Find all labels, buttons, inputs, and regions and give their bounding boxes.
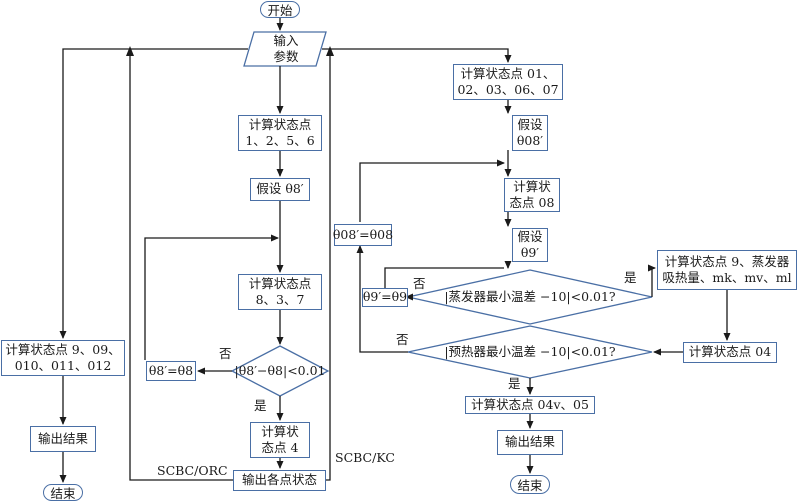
calc-9-line1: 计算状态点 9、蒸发器 xyxy=(664,253,790,269)
output-states: 输出各点状态 xyxy=(233,470,326,491)
calc-state-04: 计算状态点 04 xyxy=(683,342,777,363)
assume-theta9-line1: 假设 xyxy=(517,228,543,244)
decision-evap-shape xyxy=(407,269,653,325)
label-no-theta8: 否 xyxy=(219,346,232,361)
input-line2: 参数 xyxy=(273,49,299,64)
output-states-label: 输出各点状态 xyxy=(241,472,317,488)
start-terminal: 开始 xyxy=(260,1,300,18)
label-scbc-kc: SCBC/KC xyxy=(335,450,395,465)
calc-08-line2: 态点 08 xyxy=(509,195,555,210)
calc-state-4: 计算状态点 4 xyxy=(250,422,310,458)
label-yes-theta8: 是 xyxy=(254,398,267,413)
calc-4-line2: 态点 4 xyxy=(261,440,299,455)
assume-theta08-line1: 假设 xyxy=(517,116,543,132)
calc-right-line2: 02、03、06、07 xyxy=(457,82,559,97)
decision-theta8-label: |θ8′−θ8|<0.01 xyxy=(234,362,326,378)
calc-state-9-evaporator: 计算状态点 9、蒸发器吸热量、mk、mv、ml xyxy=(657,250,797,290)
calc-4-line1: 计算状 xyxy=(261,423,299,439)
calc-04v-label: 计算状态点 04v、05 xyxy=(471,396,589,412)
calc-states-04v-05: 计算状态点 04v、05 xyxy=(465,396,595,414)
decision-evap-label: |蒸发器最小温差 −10|<0.01? xyxy=(444,288,616,304)
output-right-label: 输出结果 xyxy=(504,434,555,450)
set-theta08: θ08′=θ08 xyxy=(332,224,394,246)
label-no-evap: 否 xyxy=(413,276,426,291)
decision-preheat-label: |预热器最小温差 −10|<0.01? xyxy=(444,343,616,359)
output-left: 输出结果 xyxy=(30,426,96,452)
set-theta9: θ9′=θ9 xyxy=(362,288,408,307)
calc-states-left: 计算状态点 9、09、010、011、012 xyxy=(1,340,125,376)
assume-theta8-label: 假设 θ8′ xyxy=(256,181,304,197)
input-line1: 输入 xyxy=(273,32,299,48)
set-theta9-label: θ9′=θ9 xyxy=(362,289,408,305)
calc-state-08: 计算状态点 08 xyxy=(504,178,560,212)
calc-04-label: 计算状态点 04 xyxy=(688,344,772,360)
calc-08-line1: 计算状 xyxy=(513,178,551,194)
calc-9-line2: 吸热量、mk、mv、ml xyxy=(662,270,792,285)
calc-left-line1: 计算状态点 9、09、 xyxy=(5,341,121,357)
calc-1256-line1: 计算状态点 xyxy=(248,116,312,132)
assume-theta08-line2: θ08′ xyxy=(516,133,544,148)
label-yes-preheat: 是 xyxy=(508,376,521,391)
start-label: 开始 xyxy=(267,3,293,18)
end-left: 结束 xyxy=(43,484,83,501)
output-right: 输出结果 xyxy=(497,430,563,455)
set-theta8-label: θ8′=θ8 xyxy=(148,362,194,378)
output-left-label: 输出结果 xyxy=(37,430,88,446)
assume-theta9-line2: θ9′ xyxy=(520,245,540,260)
input-shape xyxy=(243,31,327,67)
label-no-preheat: 否 xyxy=(396,332,409,347)
set-theta08-label: θ08′=θ08 xyxy=(332,226,394,242)
end-right-label: 结束 xyxy=(517,478,543,493)
input-parameters: 输入参数 xyxy=(254,33,318,65)
calc-left-line2: 010、011、012 xyxy=(14,358,112,373)
calc-837-line1: 计算状态点 xyxy=(248,275,312,291)
calc-837-line2: 8、3、7 xyxy=(255,292,305,307)
label-scbc-orc: SCBC/ORC xyxy=(157,463,228,478)
calc-states-right: 计算状态点 01、02、03、06、07 xyxy=(453,64,563,100)
calc-1256-line2: 1、2、5、6 xyxy=(245,133,315,148)
calc-right-line1: 计算状态点 01、 xyxy=(460,65,556,81)
set-theta8: θ8′=θ8 xyxy=(146,361,196,381)
label-yes-evap: 是 xyxy=(624,270,637,285)
assume-theta8: 假设 θ8′ xyxy=(250,178,310,201)
end-left-label: 结束 xyxy=(50,486,76,501)
end-right: 结束 xyxy=(510,475,550,494)
